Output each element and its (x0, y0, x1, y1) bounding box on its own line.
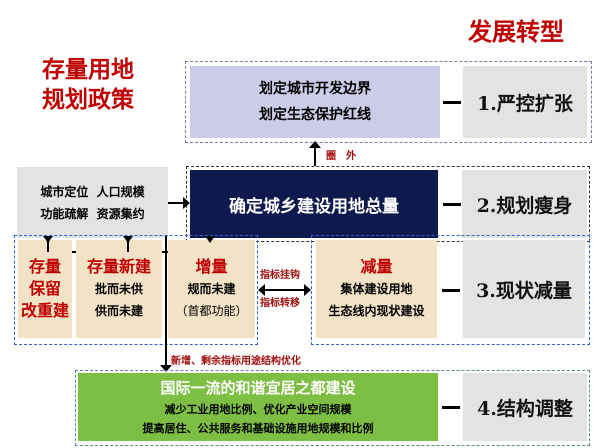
reduction-title: 减量 (360, 257, 393, 276)
optimize-label: 新增、剩余指标用途结构优化 (171, 356, 301, 367)
inputs-line: 功能疏解 资源集约 (40, 206, 145, 221)
increment-title: 增量 (195, 257, 228, 276)
stock-new-box: 存量新建批而未供供而未建 (76, 240, 162, 338)
boundary-box: 划定城市开发边界划定生态保护红线 (190, 66, 440, 138)
stock-new-title: 存量新建 (86, 257, 151, 276)
policy-title: 存量用地 规划政策 (42, 55, 134, 115)
arrow-right-icon (183, 197, 190, 209)
stage1-label: 1.严控扩张 (463, 66, 587, 138)
stock-new-line: 供而未建 (94, 304, 143, 318)
outside-label: 圈 外 (326, 151, 356, 162)
stage2-label: 2.规划瘦身 (462, 170, 587, 238)
stock-new-line: 批而未供 (94, 282, 143, 296)
stock-keep-line: 保留 (28, 279, 61, 298)
transfer-label: 指标转移 (260, 298, 300, 309)
stock-keep-box: 存量保留改重建 (18, 240, 72, 338)
inputs-line: 城市定位 人口规模 (40, 184, 145, 199)
stock-group (14, 235, 258, 345)
arrow-down-icon (160, 365, 172, 372)
reduction-line: 集体建设用地 (340, 282, 413, 296)
boundary-line: 划定城市开发边界 (259, 81, 371, 97)
policy-title-line: 存量用地 (42, 57, 134, 83)
stage3-label: 3.现状减量 (463, 240, 585, 338)
increment-box: 增量规而未建 （首都功能） (168, 240, 255, 338)
arrow-up-icon (309, 141, 321, 148)
stage4-group (75, 370, 590, 446)
livable-capital-line: 减少工业用地比例、优化产业空间规模 (164, 403, 352, 416)
increment-line: 规而未建 (187, 282, 236, 296)
stage4-label: 4.结构调整 (463, 373, 587, 441)
arrow-down-icon (205, 236, 215, 243)
livable-capital-title: 国际一流的和谐宜居之都建设 (160, 379, 356, 397)
link-label: 指标挂钩 (260, 270, 300, 281)
stock-keep-line: 存量 (28, 257, 61, 276)
increment-line: （首都功能） (175, 304, 248, 318)
stage1-group (185, 61, 592, 143)
reduction-box: 减量集体建设用地生态线内现状建设 (316, 240, 437, 338)
arrow-left-icon (258, 284, 265, 296)
livable-capital-line: 提高居住、公共服务和基础设施用地规模和比例 (142, 422, 374, 435)
arrow-right-icon (304, 284, 311, 296)
inputs-box: 城市定位 人口规模功能疏解 资源集约 (17, 167, 168, 238)
total-land-box: 确定城乡建设用地总量 (190, 170, 438, 238)
arrow-down-icon (43, 236, 53, 243)
livable-capital-box: 国际一流的和谐宜居之都建设 减少工业用地比例、优化产业空间规模提高居住、公共服务… (78, 373, 438, 441)
arrow-down-icon (123, 236, 133, 243)
reduction-group (311, 235, 590, 345)
boundary-line: 划定生态保护红线 (259, 107, 371, 123)
reduction-line: 生态线内现状建设 (328, 304, 425, 318)
policy-title-line: 规划政策 (42, 87, 134, 113)
page-title: 发展转型 (468, 18, 564, 46)
stock-keep-line: 改重建 (20, 301, 69, 320)
